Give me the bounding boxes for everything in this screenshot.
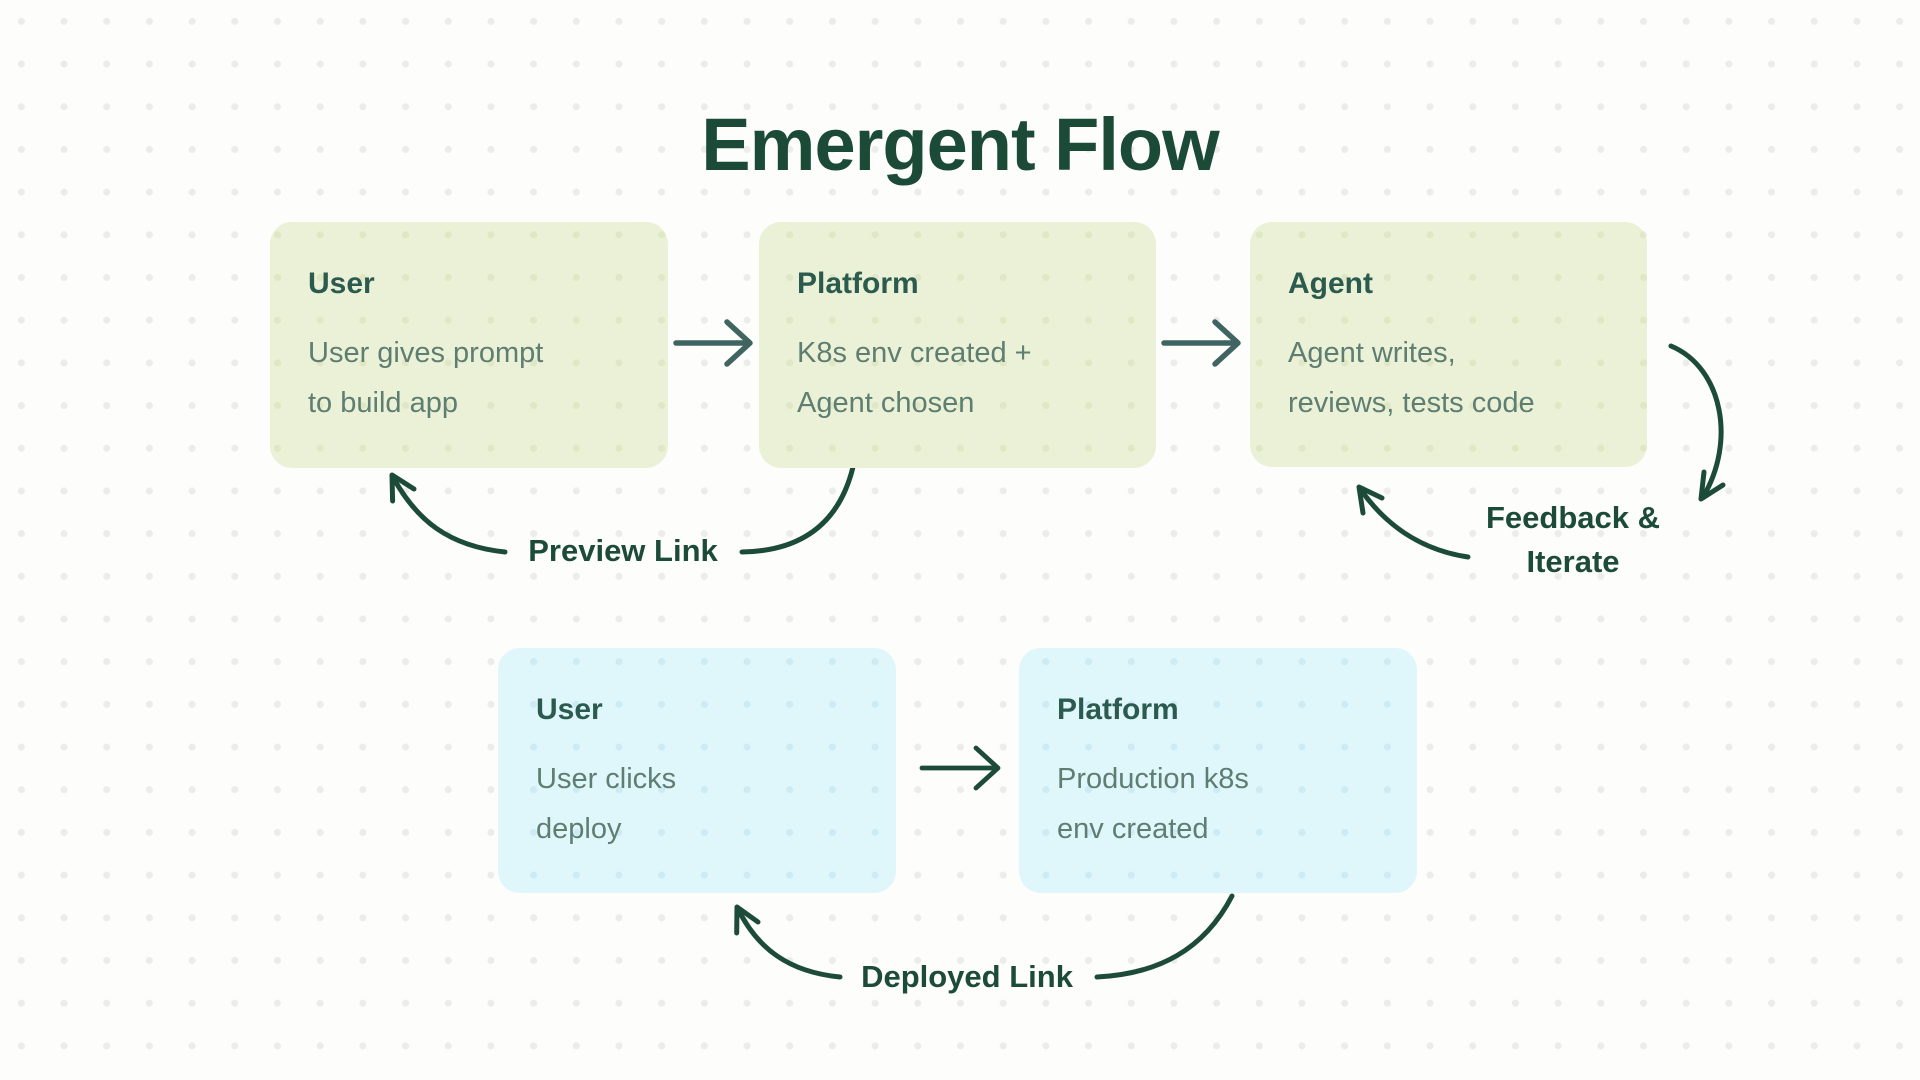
arrow-right-icon (1161, 319, 1241, 367)
node-title: User (308, 267, 375, 300)
flow-node-user-1: User User gives prompt to build app (270, 222, 668, 468)
node-description: User clicks deploy (536, 763, 677, 845)
flow-node-agent: Agent Agent writes, reviews, tests code (1250, 222, 1647, 467)
label-feedback-iterate: Feedback & Iterate (1485, 500, 1660, 579)
node-description: Production k8s env created (1057, 763, 1249, 845)
node-title: User (536, 693, 603, 726)
node-title: Platform (1057, 693, 1179, 726)
flow-node-user-2: User User clicks deploy (498, 648, 896, 893)
flow-node-platform-2: Platform Production k8s env created (1019, 648, 1417, 893)
page-title: Emergent Flow (701, 102, 1219, 186)
node-description: User gives prompt to build app (308, 337, 544, 419)
node-title: Platform (797, 267, 919, 300)
node-description: K8s env created + Agent chosen (797, 337, 1032, 419)
node-title: Agent (1288, 267, 1373, 300)
flow-node-platform-1: Platform K8s env created + Agent chosen (759, 222, 1156, 468)
label-deployed-link: Deployed Link (861, 959, 1073, 994)
node-description: Agent writes, reviews, tests code (1288, 337, 1535, 419)
arrow-right-icon (919, 745, 1001, 791)
label-preview-link: Preview Link (528, 533, 718, 568)
arrow-right-icon (673, 319, 753, 367)
